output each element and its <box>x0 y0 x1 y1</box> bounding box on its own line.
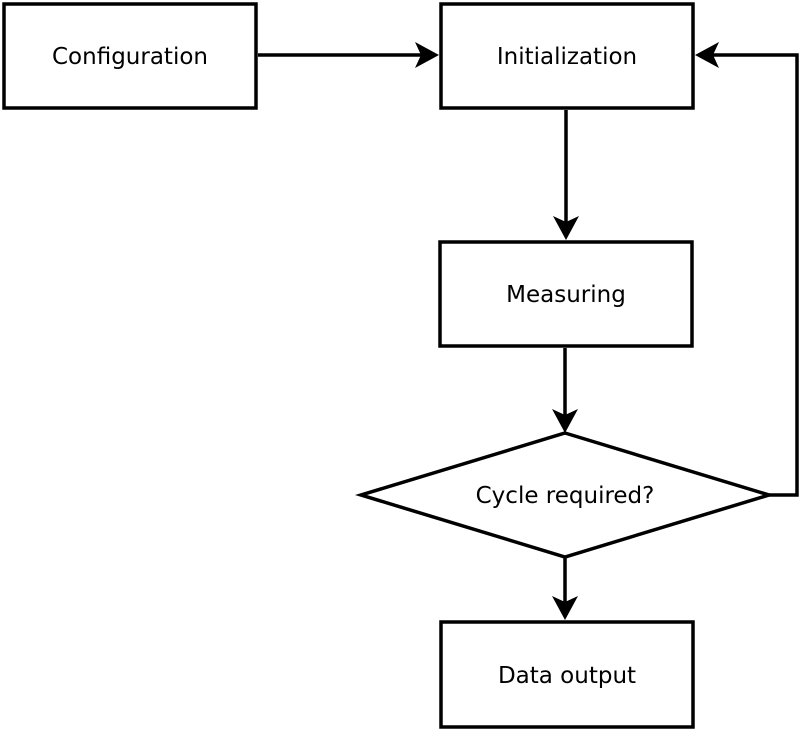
edge-decision-loop-to-initialization <box>695 42 799 497</box>
node-configuration: Configuration <box>2 2 258 110</box>
edge-line-loop-back <box>713 53 799 497</box>
configuration-label: Configuration <box>52 44 208 70</box>
arrowhead-down-icon <box>552 409 578 433</box>
arrowhead-left-icon <box>695 42 719 68</box>
cycle-required-diamond <box>354 431 776 559</box>
edge-measuring-to-decision <box>552 348 578 433</box>
initialization-box <box>439 2 695 110</box>
data-output-box <box>439 620 695 729</box>
configuration-box <box>2 2 258 110</box>
node-cycle-required: Cycle required? <box>354 431 776 559</box>
node-data-output: Data output <box>439 620 695 729</box>
arrowhead-down-icon <box>553 216 579 240</box>
node-initialization: Initialization <box>439 2 695 110</box>
edge-decision-to-data-output <box>552 557 578 620</box>
arrowhead-down-icon <box>552 596 578 620</box>
edge-initialization-to-measuring <box>553 110 579 240</box>
data-output-label: Data output <box>498 663 636 689</box>
cycle-required-label: Cycle required? <box>476 483 655 509</box>
node-measuring: Measuring <box>438 240 694 348</box>
measuring-box <box>438 240 694 348</box>
arrowhead-right-icon <box>415 42 439 68</box>
measuring-label: Measuring <box>506 282 626 308</box>
edge-configuration-to-initialization <box>258 42 439 68</box>
initialization-label: Initialization <box>497 44 637 70</box>
